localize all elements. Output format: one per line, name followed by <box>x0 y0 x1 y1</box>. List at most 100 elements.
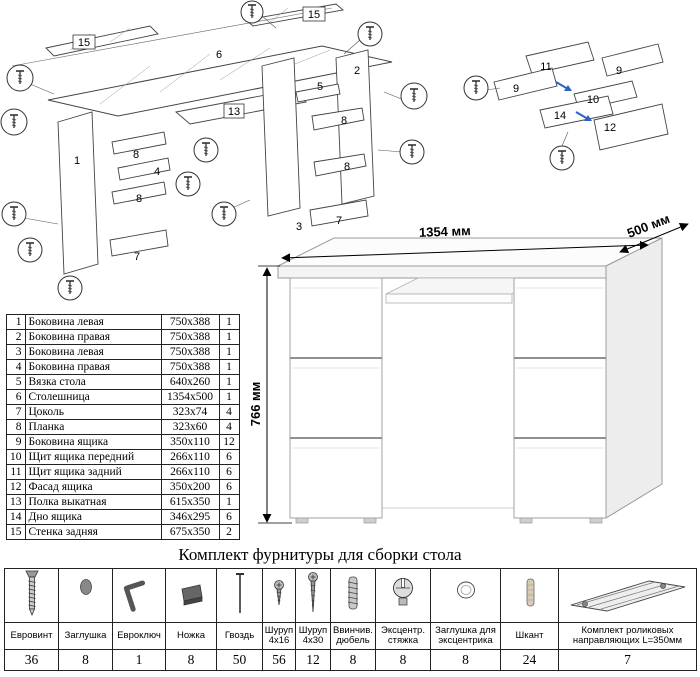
part-qty: 6 <box>218 464 240 480</box>
part-num: 15 <box>6 524 26 540</box>
label-2: 2 <box>354 65 360 77</box>
dimension-width: 1354 мм <box>281 223 649 263</box>
part-name: Фасад ящика <box>24 479 162 495</box>
cam-cap-icon <box>430 568 501 623</box>
screw-4x16-icon <box>262 568 296 623</box>
part-qty: 4 <box>218 419 240 435</box>
part-qty: 2 <box>218 524 240 540</box>
drawer-callouts <box>463 75 575 171</box>
part-num: 1 <box>6 314 26 330</box>
label-12: 12 <box>604 122 616 134</box>
part-size: 750x388 <box>160 344 220 360</box>
part-center-panel <box>261 57 301 217</box>
confirmat-screw-icon <box>4 568 59 623</box>
part-size: 323x74 <box>160 404 220 420</box>
hardware-qty: 8 <box>430 649 501 671</box>
hardware-name: Заглушка для эксцентрика <box>430 622 501 650</box>
hardware-name: Шкант <box>500 622 559 650</box>
hardware-qty: 24 <box>500 649 559 671</box>
part-size: 615x350 <box>160 494 220 510</box>
part-name: Полка выкатная <box>24 494 162 510</box>
hardware-qty: 56 <box>262 649 296 671</box>
part-right-rails <box>295 83 369 227</box>
desk-dimension-drawing: 1354 мм 500 мм 766 мм <box>248 211 689 524</box>
hardware-name: Гвоздь <box>216 622 263 650</box>
desk-right-side <box>605 237 663 519</box>
part-qty: 1 <box>218 359 240 375</box>
right-pedestal <box>513 277 607 519</box>
hardware-kit-table: Евровинт Заглушка Евроключ Ножка Гвоздь … <box>4 568 697 671</box>
part-drawer-back <box>525 41 595 75</box>
part-qty: 1 <box>218 344 240 360</box>
label-13: 13 <box>228 106 240 118</box>
label-9-right: 9 <box>616 65 622 77</box>
part-size: 350x200 <box>160 479 220 495</box>
label-7b: 7 <box>336 215 342 227</box>
part-name: Боковина левая <box>24 344 162 360</box>
part-num: 9 <box>6 434 26 450</box>
part-name: Боковина ящика <box>24 434 162 450</box>
part-name: Планка <box>24 419 162 435</box>
part-size: 675x350 <box>160 524 220 540</box>
hardware-qty-row: 36 8 1 8 50 56 12 8 8 8 24 7 <box>4 649 697 671</box>
hardware-name: Шуруп 4х16 <box>262 622 296 650</box>
part-name: Столешница <box>24 389 162 405</box>
part-num: 8 <box>6 419 26 435</box>
part-left-side-panel <box>57 111 99 275</box>
label-7a: 7 <box>134 251 140 263</box>
nail-icon <box>216 568 263 623</box>
label-11: 11 <box>540 61 551 73</box>
hardware-icon-row <box>4 568 697 623</box>
explode-guide-line <box>11 7 333 67</box>
part-qty: 1 <box>218 329 240 345</box>
part-size: 750x388 <box>160 314 220 330</box>
part-num: 7 <box>6 404 26 420</box>
part-num: 12 <box>6 479 26 495</box>
hex-key-icon <box>112 568 166 623</box>
hardware-qty: 8 <box>58 649 113 671</box>
label-8d: 8 <box>344 161 350 173</box>
drawer-slides-icon <box>558 568 697 623</box>
label-1: 1 <box>74 155 80 167</box>
drawer-assembly-arrows <box>555 81 592 121</box>
label-5: 5 <box>317 81 323 93</box>
part-drawer-side-left <box>493 67 558 101</box>
hardware-name: Ввинчив. дюбель <box>330 622 376 650</box>
part-size: 750x388 <box>160 359 220 375</box>
hardware-name: Евровинт <box>4 622 59 650</box>
drawer-diagram-labels: 11 9 9 10 14 12 <box>513 61 622 134</box>
part-num: 6 <box>6 389 26 405</box>
hardware-name: Шуруп 4х30 <box>295 622 331 650</box>
wood-dowel-icon <box>500 568 559 623</box>
hardware-name: Эксцентр. стяжка <box>375 622 431 650</box>
part-size: 266x110 <box>160 464 220 480</box>
part-size: 750x388 <box>160 329 220 345</box>
label-6: 6 <box>216 49 222 61</box>
part-qty: 12 <box>218 434 240 450</box>
part-num: 13 <box>6 494 26 510</box>
hardware-kit-title: Комплект фурнитуры для сборки стола <box>178 545 462 564</box>
drawer-parts <box>493 41 669 151</box>
label-14: 14 <box>554 110 566 122</box>
label-8b: 8 <box>136 193 142 205</box>
dimension-height: 766 мм <box>248 265 292 524</box>
part-name: Боковина правая <box>24 359 162 375</box>
part-drawer-facade <box>593 103 669 151</box>
cam-lock-icon <box>375 568 431 623</box>
label-3: 3 <box>296 221 302 233</box>
part-qty: 6 <box>218 479 240 495</box>
screw-4x30-icon <box>295 568 331 623</box>
hardware-qty: 50 <box>216 649 263 671</box>
part-desktop <box>47 45 393 117</box>
part-name: Боковина правая <box>24 329 162 345</box>
